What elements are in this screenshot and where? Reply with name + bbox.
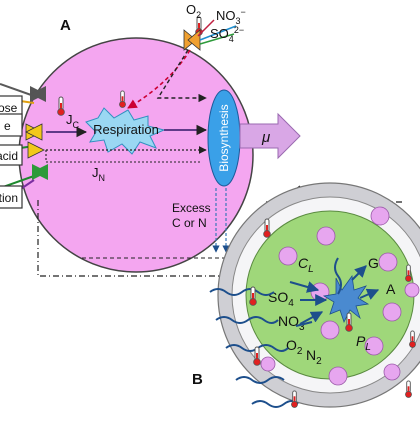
ion-line xyxy=(199,33,235,45)
transporter-orange xyxy=(183,29,201,51)
panel-b-label: B xyxy=(192,371,203,388)
ion-so4: SO42− xyxy=(210,25,244,44)
reaction-burst xyxy=(322,274,370,324)
jn-line-2 xyxy=(45,150,200,163)
input-label-ose: ose xyxy=(0,101,18,115)
thermometer-icon xyxy=(408,330,417,348)
o2-label: O2 xyxy=(286,337,303,357)
input-label-acid: acid xyxy=(0,149,18,163)
transporter-yellow xyxy=(25,123,43,141)
thermometer-icon xyxy=(263,218,271,238)
g-label: G xyxy=(368,255,379,271)
a-label: A xyxy=(386,281,396,297)
g-arrow xyxy=(351,265,367,281)
granules xyxy=(260,206,420,386)
inflow-waves xyxy=(209,257,342,408)
thermometer-icon xyxy=(345,312,353,332)
panel-a-label: A xyxy=(60,17,71,34)
pl-label: PL xyxy=(356,333,371,353)
ion-line xyxy=(199,25,237,41)
biosynthesis-label: Biosynthesis xyxy=(217,104,231,171)
cl-label: CL xyxy=(298,255,314,275)
inflow-arrow-3 xyxy=(289,281,320,293)
thermometer-icon xyxy=(57,96,65,116)
input-labels: ose e acid ation xyxy=(0,95,23,209)
transporter-green xyxy=(32,164,48,180)
ion-o2: O2 xyxy=(186,2,201,20)
jc-label: JC xyxy=(66,112,80,130)
input-label-ation: ation xyxy=(0,191,18,205)
n2-label: N2 xyxy=(306,347,322,367)
excess-label-2: C or N xyxy=(172,216,207,230)
excess-label-1: Excess xyxy=(172,201,211,215)
respiration-burst xyxy=(85,107,166,155)
input-label-e: e xyxy=(4,119,11,133)
electron-acceptor-arrow xyxy=(127,49,191,109)
transporter-yellow-2 xyxy=(27,141,45,159)
ion-no3: NO3− xyxy=(216,7,246,26)
inflow-arrow xyxy=(299,311,324,325)
thermometer-icon xyxy=(290,390,299,408)
thermometer-icon xyxy=(404,264,413,282)
thermometer-icon xyxy=(253,346,261,366)
mu-label: μ xyxy=(261,129,270,146)
jn-label: JN xyxy=(92,165,105,183)
ion-line xyxy=(197,19,215,37)
transporter-gray xyxy=(30,86,46,102)
respiration-label: Respiration xyxy=(93,122,159,137)
thermometer-icon xyxy=(118,90,127,108)
no3-label: NO3 xyxy=(278,313,305,333)
acceptor-to-biosynthesis-arrow xyxy=(156,49,207,103)
thermometer-icon xyxy=(249,286,257,306)
thermometer-icon xyxy=(404,380,413,398)
growth-arrow xyxy=(239,112,301,160)
a-arrow xyxy=(359,288,380,300)
